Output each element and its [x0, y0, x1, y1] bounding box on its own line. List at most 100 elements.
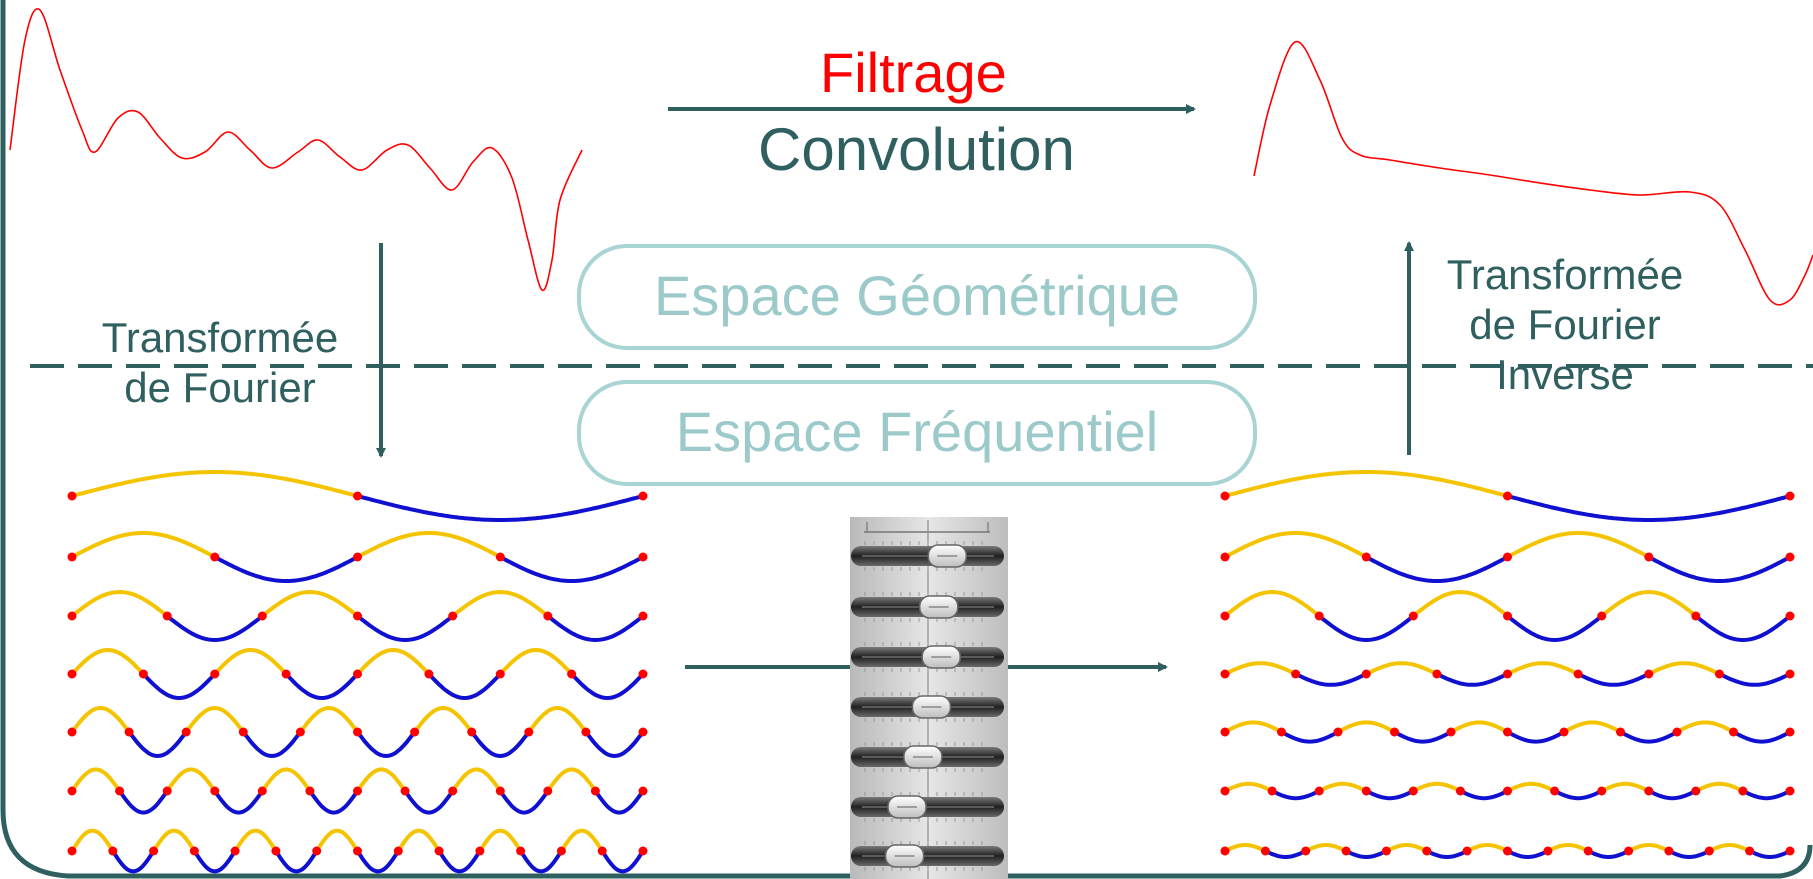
zero-crossing-point	[1260, 846, 1270, 856]
zero-crossing-point	[1785, 669, 1795, 679]
wave-lobe	[1458, 789, 1510, 801]
wave-lobe	[314, 828, 360, 853]
equalizer-slider-3	[851, 642, 1004, 672]
wave-lobe	[1303, 843, 1349, 853]
zero-crossing-point	[353, 611, 362, 621]
zero-crossing-point	[543, 786, 553, 796]
wave-lobe	[1223, 781, 1275, 793]
zero-crossing-point	[393, 846, 403, 856]
wave-lobe	[1693, 781, 1745, 793]
wave-lobe	[284, 672, 360, 701]
zero-crossing-point	[1301, 846, 1311, 856]
zero-crossing-point	[115, 786, 125, 796]
zero-crossing-point	[495, 552, 505, 562]
zero-crossing-point	[556, 846, 566, 856]
zero-crossing-point	[495, 786, 505, 796]
wave-lobe	[141, 672, 217, 701]
wave-lobe	[355, 614, 455, 643]
zero-crossing-point	[1314, 786, 1324, 796]
zero-crossing-point	[1691, 611, 1701, 621]
zero-crossing-point	[410, 727, 420, 737]
wave-lobe	[355, 849, 401, 874]
wave-lobe	[545, 614, 645, 643]
output-wave-3	[1220, 589, 1795, 643]
zero-crossing-point	[1462, 846, 1472, 856]
zero-crossing-point	[181, 727, 191, 737]
wave-lobe	[1505, 730, 1566, 744]
zero-crossing-point	[1714, 669, 1724, 679]
zero-crossing-point	[295, 727, 305, 737]
wave-lobe	[110, 849, 156, 874]
zero-crossing-point	[1573, 669, 1583, 679]
operation-title: Convolution	[758, 116, 1075, 183]
zero-crossing-point	[257, 786, 267, 796]
wave-lobe	[1707, 843, 1752, 853]
wave-lobe	[1646, 555, 1792, 583]
inverse-transform-line2: de Fourier	[1469, 301, 1661, 348]
zero-crossing-point	[138, 669, 148, 679]
zero-crossing-point	[638, 491, 648, 501]
wave-lobe	[498, 555, 645, 583]
zero-crossing-point	[353, 786, 362, 796]
wave-lobe	[1223, 531, 1369, 559]
zero-crossing-point	[1220, 491, 1230, 501]
wave-lobe	[1223, 720, 1284, 734]
wave-lobe	[298, 705, 360, 734]
wave-lobe	[260, 767, 312, 793]
wave-lobe	[1552, 789, 1604, 801]
wave-lobe	[526, 705, 588, 734]
wave-lobe	[477, 828, 523, 853]
zero-crossing-point	[495, 669, 505, 679]
inverse-transform-line3: Inverse	[1496, 351, 1634, 398]
wave-lobe	[583, 730, 645, 759]
inverse-transform-label: Transformée de Fourier Inverse	[1400, 250, 1730, 400]
equalizer-slider-2	[851, 592, 1004, 622]
inverse-transform-line1: Transformée	[1446, 251, 1684, 298]
zero-crossing-point	[581, 727, 591, 737]
zero-crossing-point	[638, 669, 648, 679]
wave-lobe	[1223, 661, 1298, 676]
wave-lobe	[426, 672, 503, 701]
wave-lobe	[1223, 843, 1268, 853]
zero-crossing-point	[67, 552, 77, 562]
zero-crossing-point	[1785, 491, 1795, 501]
wave-lobe	[1599, 781, 1651, 793]
zero-crossing-point	[434, 846, 444, 856]
zero-crossing-point	[1503, 727, 1512, 737]
zero-crossing-point	[1220, 669, 1230, 679]
zero-crossing-point	[210, 552, 220, 562]
input-signal-curve	[9, 8, 583, 292]
zero-crossing-point	[210, 786, 220, 796]
wave-lobe	[1505, 614, 1604, 643]
output-wave-7	[1220, 843, 1795, 859]
zero-crossing-point	[1664, 846, 1674, 856]
wave-lobe	[1505, 849, 1550, 859]
wave-lobe	[165, 767, 217, 793]
wave-lobe	[1505, 781, 1557, 793]
wave-lobe	[469, 730, 531, 759]
zero-crossing-point	[149, 846, 159, 856]
wave-lobe	[1263, 849, 1308, 859]
output-wave-6	[1220, 781, 1795, 801]
zero-crossing-point	[1455, 786, 1465, 796]
input-wave-4	[67, 647, 648, 701]
zero-crossing-point	[1503, 669, 1512, 679]
wave-lobe	[355, 647, 431, 676]
wave-lobe	[1336, 720, 1397, 734]
wave-lobe	[273, 849, 319, 874]
zero-crossing-point	[353, 727, 362, 737]
zero-crossing-point	[475, 846, 485, 856]
wave-lobe	[212, 789, 265, 815]
wave-lobe	[355, 531, 503, 559]
zero-crossing-point	[1785, 611, 1795, 621]
zero-crossing-point	[1422, 846, 1432, 856]
wave-lobe	[593, 789, 645, 815]
zero-crossing-point	[597, 846, 607, 856]
zero-crossing-point	[1277, 727, 1286, 737]
zero-crossing-point	[1220, 727, 1230, 737]
zero-crossing-point	[67, 846, 77, 856]
wave-lobe	[1675, 720, 1736, 734]
wave-lobe	[1279, 730, 1340, 744]
wave-lobe	[1424, 849, 1470, 859]
zero-crossing-point	[1672, 727, 1682, 737]
